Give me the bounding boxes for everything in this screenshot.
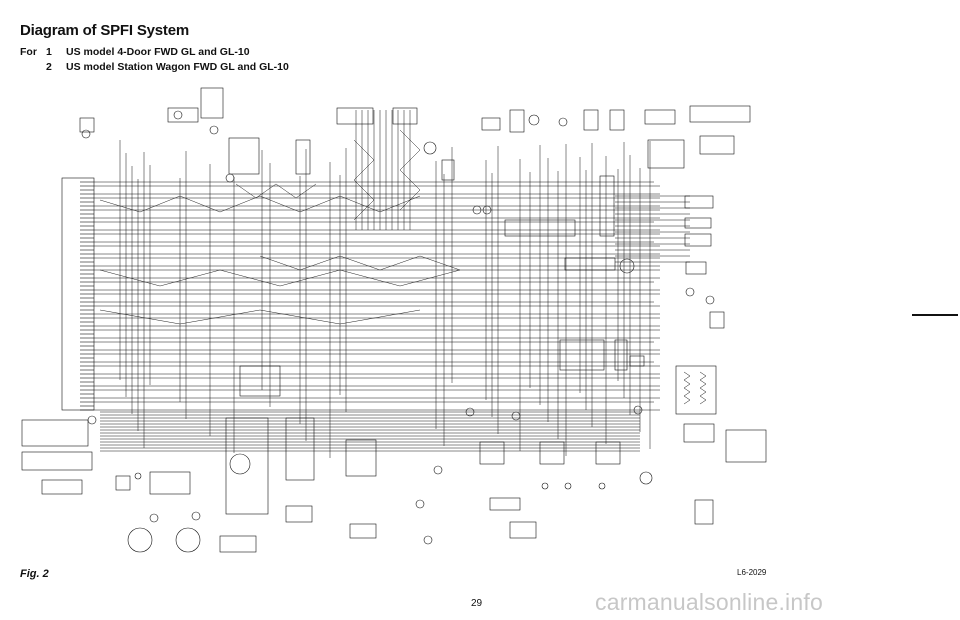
connector-column-r [614,339,628,371]
connector-b19 [349,523,377,539]
throttle-sensor-box [392,107,418,125]
connector-i11 [149,471,191,495]
connector-i9 [21,419,89,447]
connector-inhibitor [509,521,537,539]
margin-mark [912,314,958,316]
fuse-symbols [683,371,707,405]
connector-b18 [285,505,313,523]
solenoid-valve-box [583,109,599,131]
page-number: 29 [471,598,483,609]
relay-cluster [559,339,605,371]
combination-meter-box [225,417,269,515]
fuel-pump-box [709,311,725,329]
connector-grid-c [725,429,767,463]
connector-b20 [219,535,257,553]
connector-f10 [481,117,501,131]
page-title: Diagram of SPFI System [20,22,189,39]
purge-valve-box [609,109,625,131]
connector-grid-d [239,365,281,397]
connector-top-right [689,105,751,123]
check-connector-box [336,107,374,125]
connector-small-r [629,355,645,367]
sensor-box [79,117,95,133]
vertical-wires [100,110,690,458]
resistor-box [295,139,311,175]
ignition-relay-box [479,441,505,465]
connector-grid-a [647,139,685,169]
connector-i46 [683,423,715,443]
model-number-2: 2 [46,61,52,73]
connector-grid-b [699,135,735,155]
test-mode-box [115,475,131,491]
junction-block-b [564,257,616,271]
relay-r3 [684,233,712,247]
figure-label: Fig. 2 [20,568,49,580]
main-relay-box [200,87,224,119]
ecu-sub-box [345,439,377,477]
for-label: For [20,46,37,58]
model-number-1: 1 [46,46,52,58]
diode-box [441,159,455,181]
relay-r2 [684,217,712,229]
connector-i10 [21,451,93,471]
injector-box [509,109,525,133]
connector-bottom-right [694,499,714,525]
cooling-fan-relay [595,441,621,465]
relay-r4 [685,261,707,275]
twisted-wires [99,129,461,325]
model-line-1: For 1 US model 4-Door FWD GL and GL-10 [20,46,250,58]
drawing-code: L6-2029 [737,568,767,577]
fuel-pump-relay-lower [539,441,565,465]
connector-i12 [41,479,83,495]
ignition-coil-box [167,107,199,123]
model-line-2: 2 US model Station Wagon FWD GL and GL-10 [20,61,289,73]
wire-bus [94,181,660,411]
fuel-pump-relay-box [228,137,260,175]
connector-b84 [644,109,676,125]
model-text-2: US model Station Wagon FWD GL and GL-10 [66,61,289,73]
control-unit-terminals [80,181,94,411]
ground-symbols [81,110,715,553]
model-text-1: US model 4-Door FWD GL and GL-10 [66,46,250,58]
watermark: carmanualsonline.info [595,589,823,615]
connector-bottom-mid [489,497,521,511]
meter-terminal-box [285,417,315,481]
fuse-box [675,365,717,415]
